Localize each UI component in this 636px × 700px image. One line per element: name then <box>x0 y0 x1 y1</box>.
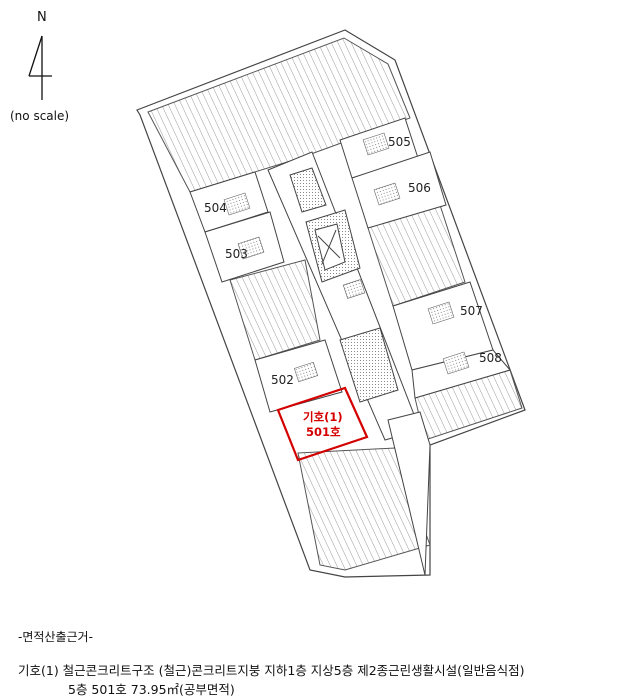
area-basis-title: -면적산출근거- <box>18 630 93 644</box>
terrace-zones <box>147 37 523 571</box>
unit-506-outline <box>351 151 447 229</box>
fixture-marks <box>223 132 470 383</box>
legend-line-1: 기호(1) 철근콘크리트구조 (철근)콘크리트지붕 지하1층 지상5층 제2종근… <box>18 663 525 678</box>
unit-501-label-line1: 기호(1) <box>303 410 343 424</box>
unit-label-507: 507 <box>460 304 483 318</box>
legend-line-2: 5층 501호 73.95㎡(공부면적) <box>68 682 235 697</box>
unit-508-outline <box>411 349 511 399</box>
unit-501-label-line2: 501호 <box>306 425 341 439</box>
north-arrow-icon <box>28 35 52 100</box>
scale-note: (no scale) <box>10 109 70 123</box>
unit-501-highlight <box>276 386 369 462</box>
unit-label-504: 504 <box>204 201 227 215</box>
unit-label-506: 506 <box>408 181 431 195</box>
corridor-core <box>267 151 431 576</box>
unit-label-508: 508 <box>479 351 502 365</box>
unit-label-505: 505 <box>388 135 411 149</box>
unit-label-502: 502 <box>271 373 294 387</box>
unit-label-503: 503 <box>225 247 248 261</box>
north-label: N <box>37 10 47 25</box>
